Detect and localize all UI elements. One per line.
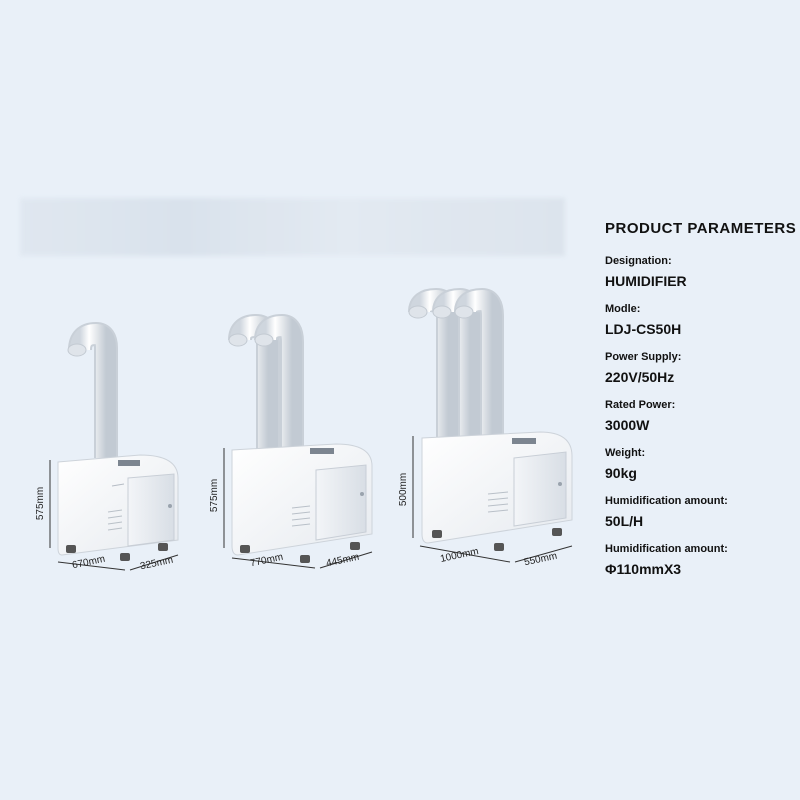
param-label-rated-power: Rated Power: bbox=[605, 399, 676, 411]
param-value-pipe-size: Φ110mmX3 bbox=[605, 561, 682, 577]
product-parameters-panel: PRODUCT PARAMETERS Designation: HUMIDIFI… bbox=[605, 220, 800, 587]
param-label-weight: Weight: bbox=[605, 447, 646, 459]
param-value-designation: HUMIDIFIER bbox=[605, 273, 687, 289]
humidifier-unit-1 bbox=[49, 321, 179, 571]
param-value-power-supply: 220V/50Hz bbox=[605, 369, 675, 385]
param-label-humidification-amount: Humidification amount: bbox=[605, 495, 728, 507]
param-value-weight: 90kg bbox=[605, 465, 637, 481]
param-value-model: LDJ-CS50H bbox=[605, 321, 682, 337]
blurred-banner bbox=[20, 198, 565, 256]
humidifier-unit-3 bbox=[408, 287, 573, 563]
unit2-height-label: 575mm bbox=[209, 478, 221, 513]
param-label-model: Modle: bbox=[605, 303, 641, 315]
humidifier-unit-2 bbox=[223, 313, 373, 569]
parameters-title: PRODUCT PARAMETERS bbox=[605, 220, 797, 237]
param-value-humidification-amount: 50L/H bbox=[605, 513, 644, 529]
param-label-power-supply: Power Supply: bbox=[605, 351, 682, 363]
param-label-humidification-amount-2: Humidification amount: bbox=[605, 543, 728, 555]
unit3-height-label: 500mm bbox=[398, 472, 410, 507]
param-value-rated-power: 3000W bbox=[605, 417, 650, 433]
param-label-designation: Designation: bbox=[605, 255, 672, 267]
unit1-height-label: 575mm bbox=[35, 486, 47, 521]
